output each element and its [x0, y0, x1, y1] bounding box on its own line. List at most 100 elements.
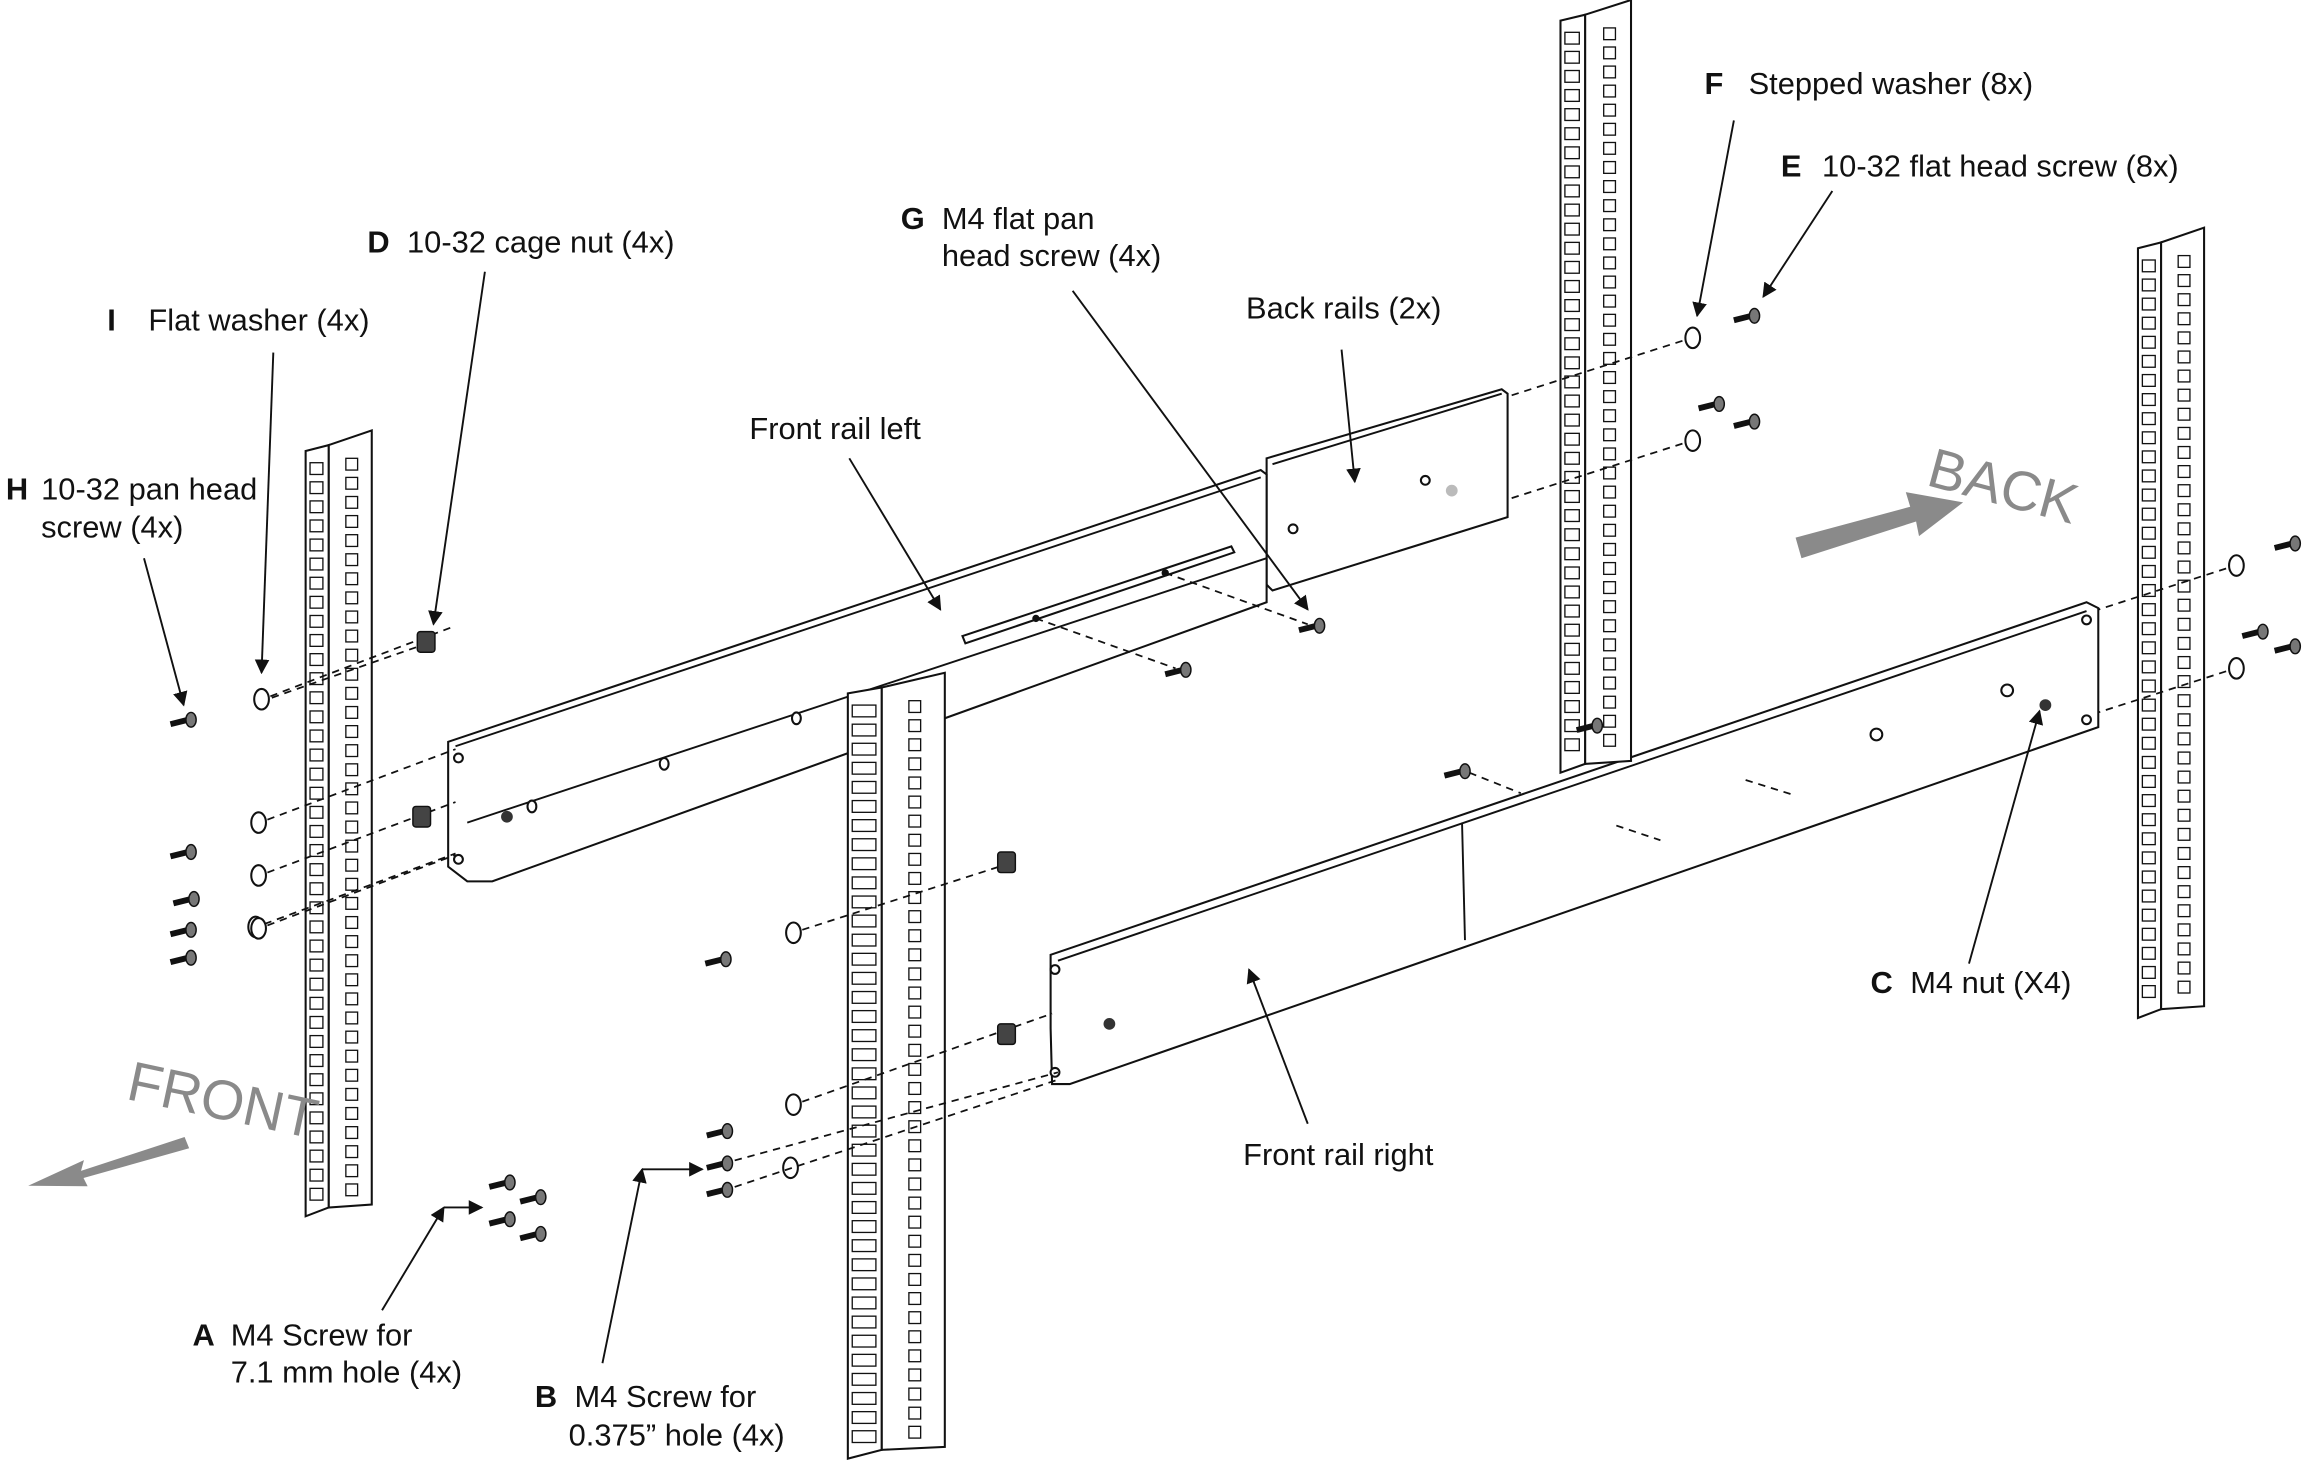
post-hole [309, 519, 324, 533]
screw-shank [2273, 643, 2293, 654]
screw-shank [488, 1216, 508, 1227]
washer [250, 811, 267, 834]
post-hole [2177, 751, 2191, 765]
screw-shank [2241, 628, 2261, 639]
post-hole [1603, 447, 1617, 461]
post-hole [309, 557, 324, 571]
callout-letter: G [901, 201, 925, 236]
screw-head [534, 1225, 547, 1242]
post-hole [851, 876, 877, 890]
callout-text: 7.1 mm hole (4x) [231, 1354, 462, 1389]
back-direction: BACK [1795, 435, 2085, 559]
post-hole [2177, 732, 2191, 746]
post-hole [1564, 680, 1580, 694]
screw-shank [519, 1194, 539, 1205]
post-hole [2177, 713, 2191, 727]
post-hole [2177, 522, 2191, 536]
post-hole [2141, 698, 2156, 712]
callout-letter: H [6, 471, 28, 506]
post-hole [345, 457, 359, 471]
flat-head-screw [2241, 623, 2269, 640]
screw-shank [1733, 418, 1753, 429]
screw-shank [706, 1128, 726, 1139]
callout-text: Flat washer (4x) [148, 303, 369, 338]
post-hole [2177, 254, 2191, 269]
post-hole [309, 1168, 324, 1182]
post-hole [2141, 526, 2156, 540]
post-hole [908, 1081, 922, 1096]
post-hole [908, 1387, 922, 1401]
post-hole [345, 724, 359, 739]
post-hole [309, 462, 324, 476]
post-hole [1603, 46, 1617, 60]
post-hole [2141, 832, 2156, 846]
callout-text: M4 Screw for [575, 1379, 757, 1414]
post-hole [851, 1315, 877, 1329]
screw-shank [519, 1231, 539, 1242]
screw-shank [1733, 312, 1753, 324]
rack-post-back-right [2136, 226, 2206, 1020]
post-hole [2177, 312, 2191, 326]
post-hole [1603, 657, 1617, 671]
screw-head [1313, 617, 1326, 634]
post-hole [908, 1425, 922, 1439]
post-hole [2141, 794, 2156, 808]
post-hole [2177, 598, 2191, 612]
post-hole [2177, 426, 2191, 440]
post-hole [908, 1406, 922, 1420]
post-hole [851, 1162, 877, 1176]
post-hole [851, 1353, 877, 1367]
callout-text: screw (4x) [41, 510, 183, 545]
screw-shank [706, 1186, 726, 1198]
post-hole [309, 481, 324, 495]
post-hole [851, 990, 877, 1004]
post-hole [908, 795, 922, 809]
post-hole [1603, 504, 1617, 518]
screw-shank [169, 954, 189, 966]
post-hole [851, 952, 877, 966]
callout-letter: I [107, 303, 116, 338]
post-hole [2141, 450, 2156, 464]
post-hole [2177, 388, 2191, 402]
post-hole [2141, 335, 2156, 349]
post-hole [1603, 141, 1617, 155]
post-hole [1603, 180, 1617, 194]
screw-shank [1164, 666, 1184, 678]
post-hole [851, 914, 877, 928]
post-hole [345, 1145, 359, 1159]
post-hole [2177, 789, 2191, 803]
post-hole [309, 824, 324, 838]
post-hole [2177, 942, 2191, 956]
post-hole [309, 633, 324, 647]
post-hole [2141, 946, 2156, 960]
callout-letter: D [367, 225, 389, 260]
post-hole [908, 1234, 922, 1248]
post-hole [1603, 199, 1617, 213]
post-hole [908, 1005, 922, 1019]
alignment-line [1507, 442, 1683, 501]
post-hole [2177, 464, 2191, 479]
post-hole [2177, 484, 2191, 498]
screw-head [185, 949, 197, 966]
pan-head-screw [169, 949, 197, 966]
rack-post-back-left [1559, 0, 1633, 775]
post-hole [2177, 407, 2191, 421]
post-hole [2177, 369, 2191, 383]
post-hole [1603, 294, 1617, 308]
post-hole [908, 910, 922, 924]
post-hole [2177, 579, 2191, 593]
post-hole [2141, 641, 2156, 655]
screw-shank [169, 926, 189, 938]
alignment-line [801, 1012, 1053, 1103]
post-hole [309, 882, 324, 896]
post-hole [908, 1292, 922, 1306]
callout-text: 10-32 flat head screw (8x) [1822, 148, 2179, 183]
post-hole [345, 935, 359, 949]
screw [1443, 763, 1471, 780]
post-hole [851, 761, 877, 775]
post-hole [309, 1149, 324, 1163]
post-hole [1603, 275, 1617, 289]
post-hole [1603, 466, 1617, 480]
post-hole [2141, 927, 2156, 941]
front-rail-right-label: Front rail right [1243, 1137, 1434, 1172]
